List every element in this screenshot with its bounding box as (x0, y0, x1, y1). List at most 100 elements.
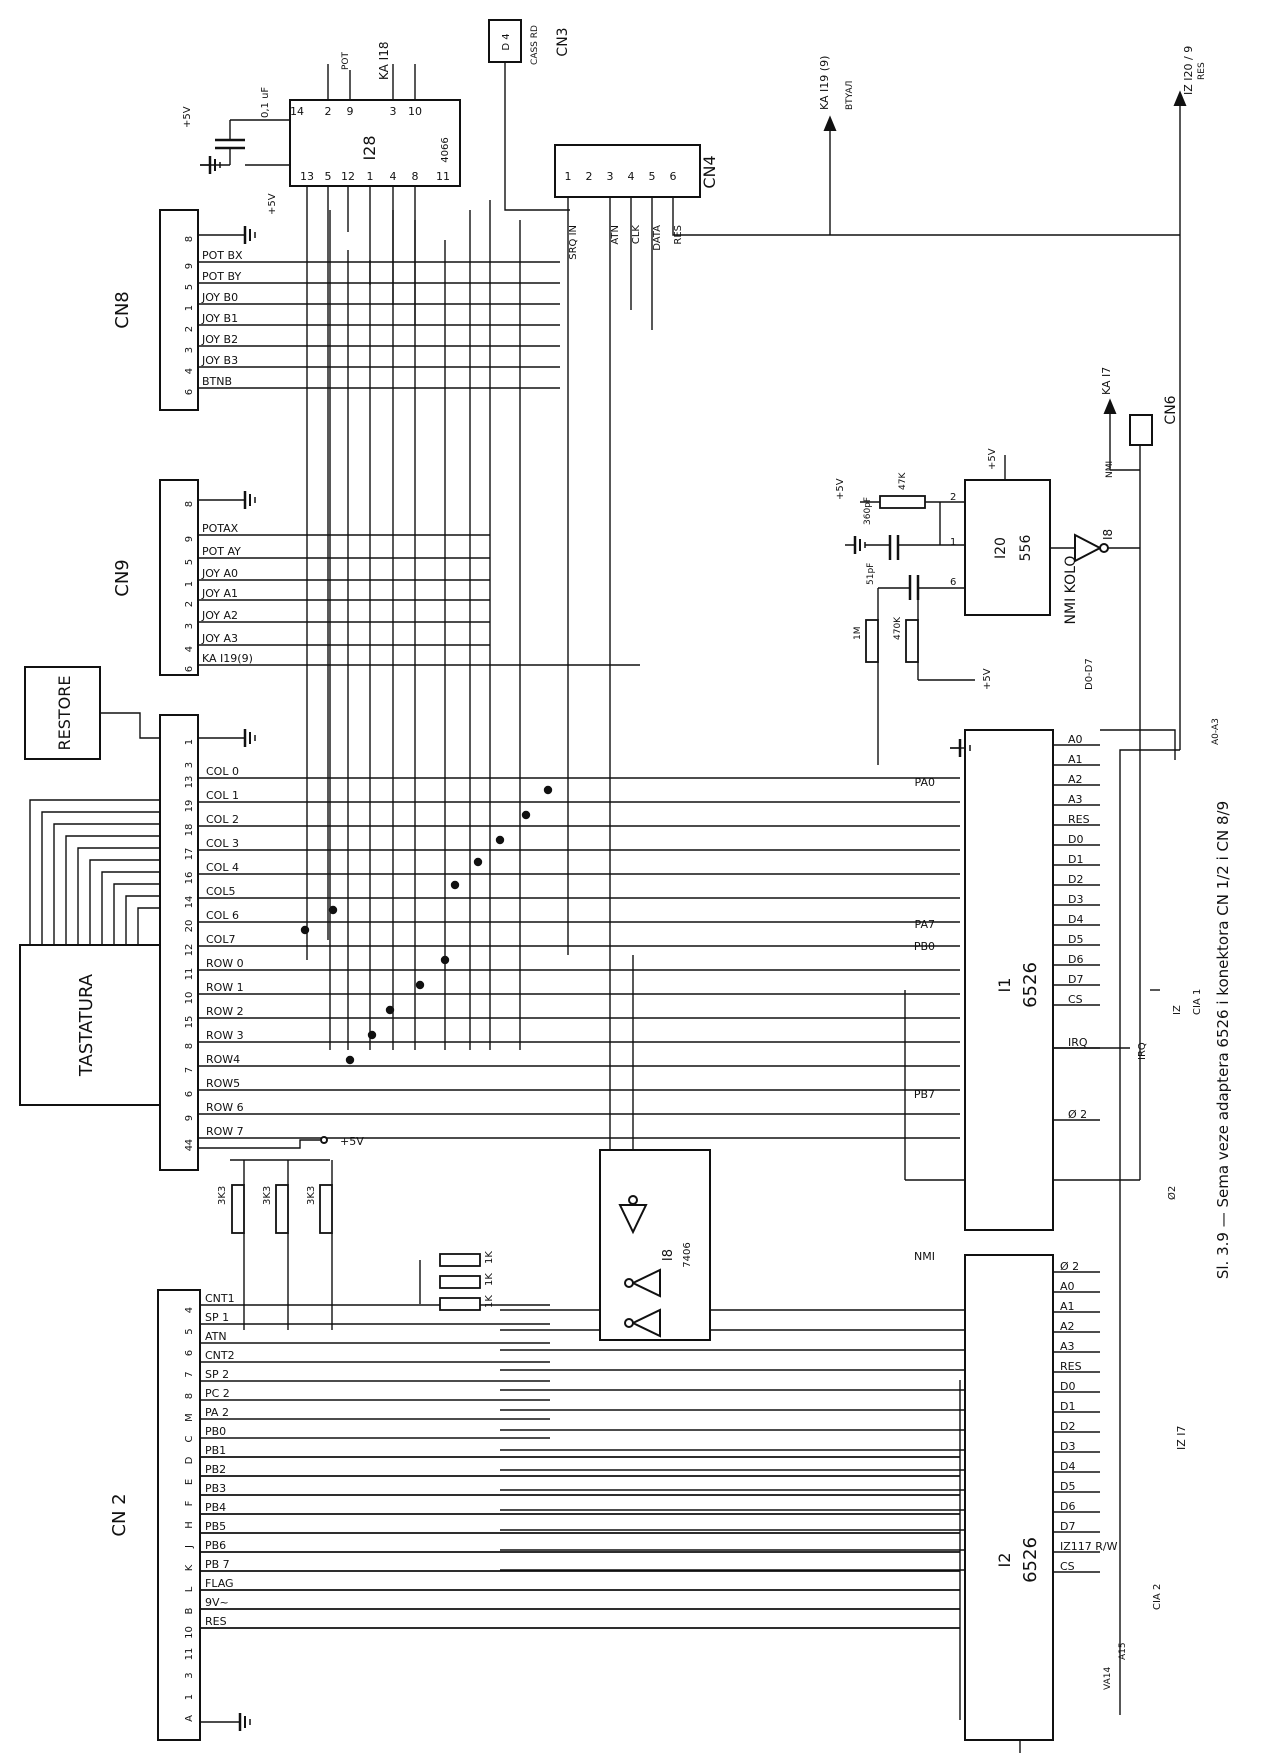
keyboard-block (19, 944, 161, 1106)
cn4-signal-label: ATN (610, 225, 621, 245)
i28-pin-number: 1 (367, 170, 374, 183)
keyboard-wire (77, 847, 160, 945)
resistor-47k (879, 495, 926, 509)
cn4-pin-number: 2 (586, 170, 593, 183)
cn1-signal-label: ROW 7 (206, 1125, 244, 1138)
i2-pin-label: D3 (1060, 1440, 1075, 1453)
cn4-signal-label: DATA (652, 225, 663, 251)
cn2-signal-label: PB0 (205, 1425, 226, 1438)
cn2-signal-label: PB 7 (205, 1558, 230, 1571)
cn9-pin-number: 2 (184, 601, 195, 607)
i1-pin-label: D3 (1068, 893, 1083, 906)
i1-port-label: PB0 (914, 940, 935, 953)
i20-chip (964, 479, 1051, 616)
cn2-signal-label: PB5 (205, 1520, 226, 1533)
cn1-pin-number: 7 (184, 1067, 195, 1073)
cn1-pin-number: 15 (184, 1016, 195, 1029)
cn1-pin-number: 14 (184, 896, 195, 909)
cn2-signal-label: CNT1 (205, 1292, 235, 1305)
keyboard-wire (53, 823, 160, 945)
cn4-signal-label: CLK (631, 225, 642, 245)
keyboard-title: TASTATURA (76, 973, 97, 1077)
resistor-value: 1K (484, 1251, 495, 1264)
cn1-pin-number: 8 (184, 1043, 195, 1049)
cn1-signal-label: COL 1 (206, 789, 239, 802)
cn8-signal-label: JOY B0 (201, 291, 238, 304)
external-label: IRQ (1137, 1042, 1148, 1060)
cn2-signal-label: SP 1 (205, 1311, 229, 1324)
i20-type: 556 (1018, 535, 1034, 562)
cn1-signal-label: COL 6 (206, 909, 239, 922)
cn9-signal-label: KA I19(9) (202, 652, 253, 665)
junction-dot (543, 785, 553, 795)
i2-pin-label: D6 (1060, 1500, 1075, 1513)
external-label: A15 (1118, 1642, 1128, 1660)
i28-chip (289, 99, 461, 187)
junction-dot (473, 857, 483, 867)
i1-port-label: PA7 (915, 918, 935, 931)
cn2-signal-label: PB4 (205, 1501, 226, 1514)
i2-pin-label: IZ117 R/W (1060, 1540, 1118, 1553)
external-label: CIA 2 (1152, 1584, 1163, 1610)
supply-wire (198, 1139, 320, 1149)
i1-pin-label: CS (1068, 993, 1083, 1006)
external-label: IZ I20 / 9 (1182, 46, 1195, 95)
resistor-value: 1K (484, 1273, 495, 1286)
cn1-pin-number: 12 (184, 944, 195, 957)
cn9-pin-number: 8 (184, 501, 195, 507)
cn2-pin-number: 6 (184, 1350, 195, 1356)
i2-pin-label: RES (1060, 1360, 1082, 1373)
capacitor-value: 51pF (866, 563, 876, 585)
i28-pin-number: 12 (341, 170, 355, 183)
cn9-signal-label: POT AY (202, 545, 241, 558)
i2-title: I2 (995, 1553, 1014, 1568)
cn2-pin-number: 8 (184, 1393, 195, 1399)
cn1-signal-label: COL 4 (206, 861, 239, 874)
cn3-connector (488, 19, 522, 63)
arrow-icon (1103, 398, 1117, 414)
i1-title: I1 (995, 978, 1014, 993)
cn1-pin-number: 16 (184, 872, 195, 885)
resistor-value: 470K (893, 616, 903, 640)
cn4-pin-number: 6 (670, 170, 677, 183)
i1-pin-label: D7 (1068, 973, 1083, 986)
supply-terminal (320, 1136, 328, 1144)
inverter-gate (630, 1268, 661, 1298)
cn2-pin-number: L (184, 1586, 195, 1592)
cn6-title: CN6 (1163, 395, 1179, 424)
cn1-pin-number: 4 (184, 1145, 195, 1151)
junction-dot (385, 1005, 395, 1015)
inverter-gate (630, 1308, 661, 1338)
supply-label: +5V (340, 1135, 364, 1148)
cn8-connector (159, 209, 199, 411)
cn2-signal-label: SP 2 (205, 1368, 229, 1381)
cn2-pin-number: 7 (184, 1371, 195, 1377)
cn1-pin-number: 4 (184, 1139, 195, 1145)
external-label: Ø2 (1166, 1186, 1178, 1200)
i1-pin-label: D1 (1068, 853, 1083, 866)
i28-pin-number: 8 (412, 170, 419, 183)
i28-title: I28 (360, 135, 379, 160)
cn8-pin-number: 4 (184, 368, 195, 374)
resistor-value: 1M (853, 627, 863, 641)
cn1-signal-label: ROW 0 (206, 957, 244, 970)
cn9-signal-label: JOY A0 (201, 567, 238, 580)
cn2-signal-label: CNT2 (205, 1349, 235, 1362)
cn4-signal-label: RES (673, 225, 684, 245)
i2-chip (964, 1254, 1054, 1741)
inverter-bubble (624, 1278, 634, 1288)
cn1-signal-label: COL 3 (206, 837, 239, 850)
cn2-pin-number: 5 (184, 1328, 195, 1334)
i1-pin-label: D5 (1068, 933, 1083, 946)
cn2-signal-label: ATN (205, 1330, 227, 1343)
external-label: D0-D7 (1084, 658, 1095, 690)
i1-pin-label: IRQ (1068, 1036, 1088, 1049)
cn2-pin-number: J (184, 1545, 195, 1549)
external-label: KA I7 (1100, 367, 1113, 395)
cn9-pin-number: 5 (184, 559, 195, 565)
resistor-value: 1K (484, 1295, 495, 1308)
cn9-signal-label: POTAX (202, 522, 239, 535)
cn2-pin-number: 10 (184, 1626, 195, 1639)
